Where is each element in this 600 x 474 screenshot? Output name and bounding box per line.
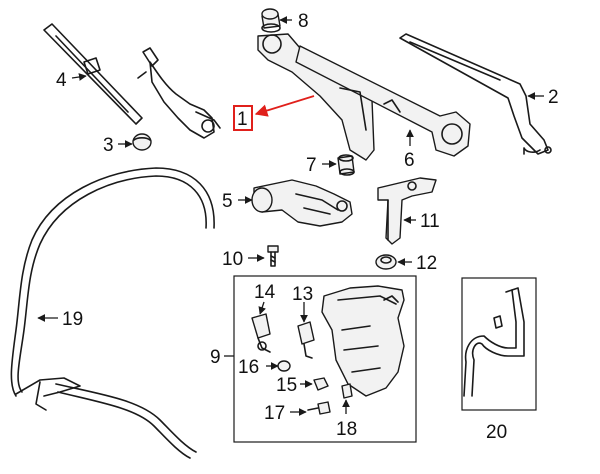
pump-grommet-part	[277, 360, 291, 372]
callout-12: 12	[416, 253, 437, 274]
bolt-part	[267, 245, 279, 267]
callout-5: 5	[222, 191, 233, 212]
bracket-part	[377, 177, 437, 245]
nozzle-hose-group-box	[461, 277, 537, 411]
callout-16: 16	[238, 357, 259, 378]
right-wiper-arm-part	[399, 33, 552, 155]
highlight-arrow	[254, 95, 315, 117]
grommet-part	[261, 8, 281, 33]
bushing-part	[337, 154, 355, 176]
reservoir-group-box	[233, 275, 417, 443]
leader-lines	[37, 16, 544, 416]
callout-7: 7	[306, 155, 317, 176]
callout-11: 11	[420, 211, 440, 232]
washer-pump-part	[251, 313, 271, 353]
callout-18: 18	[336, 419, 357, 440]
wiper-motor-part	[251, 179, 353, 227]
callout-1: 1	[237, 109, 248, 130]
washer-reservoir-part	[321, 285, 405, 397]
nozzle-hose-part	[463, 287, 525, 397]
clip-part	[341, 383, 353, 399]
wiper-linkage-part	[257, 33, 471, 161]
grommet-small-part	[375, 254, 397, 270]
callout-19: 19	[62, 309, 83, 330]
washer-hose-part	[10, 167, 215, 459]
callout-8: 8	[298, 11, 309, 32]
callout-10: 10	[222, 249, 243, 270]
washer-pump-2-part	[297, 321, 315, 359]
callout-2: 2	[548, 87, 559, 108]
callout-17: 17	[264, 403, 285, 424]
callout-4: 4	[56, 70, 67, 91]
callout-3: 3	[103, 135, 114, 156]
callout-20: 20	[486, 422, 507, 443]
callout-9: 9	[210, 347, 221, 368]
callout-15: 15	[276, 375, 297, 396]
highlight-box-part-1	[233, 105, 253, 131]
callout-13: 13	[292, 284, 313, 305]
reservoir-bolt-part	[307, 401, 331, 415]
nut-part	[313, 377, 329, 391]
callout-6: 6	[404, 150, 415, 171]
cap-part	[132, 133, 152, 151]
wiper-blade-part	[43, 23, 143, 125]
callout-14: 14	[254, 282, 276, 303]
left-wiper-arm-part	[137, 47, 221, 139]
